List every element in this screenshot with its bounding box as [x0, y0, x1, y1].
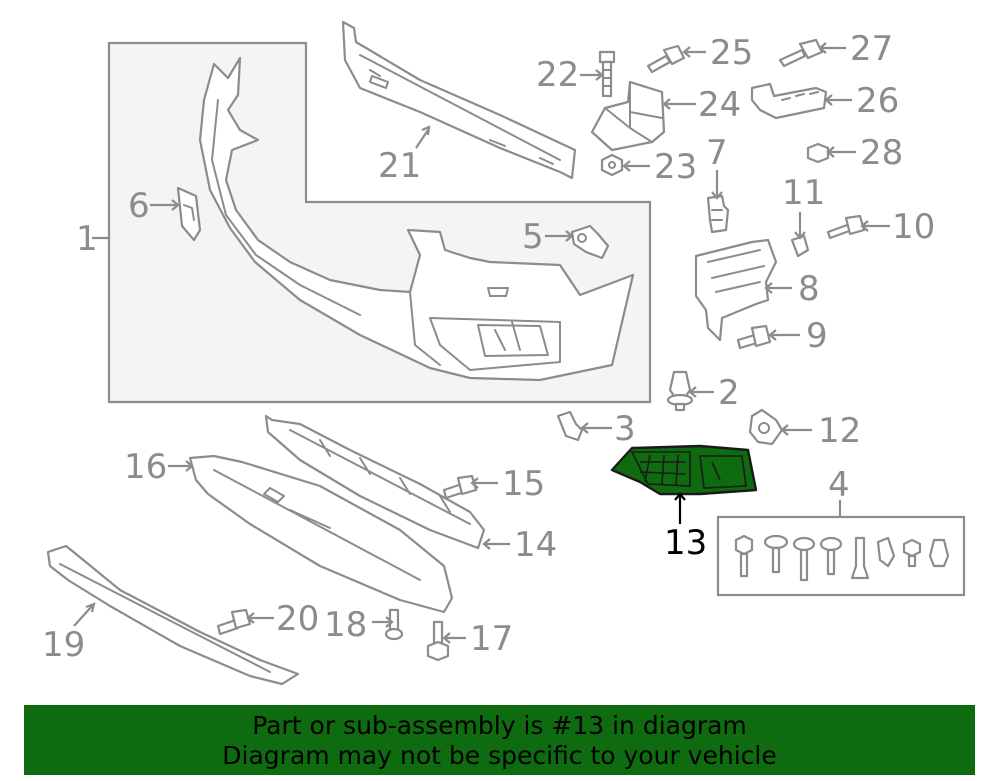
grille-part-13-highlighted[interactable]: [610, 444, 758, 496]
bracket-part-8[interactable]: [694, 238, 778, 342]
banner-line-1: Part or sub-assembly is #13 in diagram: [252, 711, 747, 740]
absorber-part-14[interactable]: [264, 414, 486, 550]
callout-22: 22: [536, 55, 579, 95]
callout-16: 16: [124, 447, 167, 487]
callout-3: 3: [614, 409, 636, 449]
trim-strip-part-19[interactable]: [46, 544, 300, 686]
clip-part-2[interactable]: [666, 370, 694, 412]
callout-10: 10: [892, 207, 935, 247]
callout-4: 4: [828, 465, 850, 505]
bracket-part-24[interactable]: [590, 80, 666, 152]
bumper-cover-part[interactable]: [198, 56, 635, 382]
hardware-kit-part-4[interactable]: [734, 534, 950, 582]
callout-21: 21: [378, 146, 421, 186]
callout-15: 15: [502, 464, 545, 504]
callout-27: 27: [850, 29, 893, 69]
bracket-part-5[interactable]: [570, 224, 610, 260]
callout-9: 9: [806, 316, 828, 356]
bolt-part-17[interactable]: [426, 620, 450, 662]
callout-labels: 1 6 5 21 22 25 27 24 26 23 28 7 11 10 8 …: [42, 29, 935, 665]
nut-part-23[interactable]: [600, 153, 624, 177]
callout-6: 6: [128, 186, 150, 226]
part-notice-banner: Part or sub-assembly is #13 in diagram D…: [24, 705, 975, 775]
bolt-part-15[interactable]: [442, 474, 478, 500]
bracket-part-26[interactable]: [750, 82, 828, 120]
callout-26: 26: [856, 81, 899, 121]
bolt-part-18[interactable]: [384, 608, 404, 641]
hardware-kit-box: [716, 515, 966, 597]
callout-25: 25: [710, 33, 753, 73]
callout-18: 18: [324, 605, 367, 645]
screw-part-25[interactable]: [646, 44, 686, 74]
screw-part-20[interactable]: [216, 608, 252, 636]
screw-part-27[interactable]: [778, 38, 824, 68]
impact-bar-part-21[interactable]: [341, 20, 577, 180]
screw-part-10[interactable]: [826, 214, 866, 240]
clip-part-7[interactable]: [706, 194, 730, 234]
callout-14: 14: [514, 525, 557, 565]
callout-17: 17: [470, 619, 513, 659]
banner-line-2: Diagram may not be specific to your vehi…: [222, 741, 777, 770]
callout-23: 23: [654, 147, 697, 187]
callout-8: 8: [798, 269, 820, 309]
bracket-part-6[interactable]: [176, 186, 202, 242]
callout-7: 7: [706, 133, 728, 173]
callout-24: 24: [698, 85, 741, 125]
bolt-part-9[interactable]: [736, 324, 772, 350]
lower-shield-part-16[interactable]: [188, 454, 454, 614]
callout-28: 28: [860, 133, 903, 173]
bolt-part-22[interactable]: [598, 50, 616, 98]
callout-20: 20: [276, 599, 319, 639]
nut-part-28[interactable]: [806, 142, 830, 164]
callout-19: 19: [42, 625, 85, 665]
callout-5: 5: [522, 217, 544, 257]
leader-lines: [73, 42, 890, 644]
callout-2: 2: [718, 373, 740, 413]
callout-12: 12: [818, 411, 861, 451]
clip-part-3[interactable]: [556, 410, 584, 442]
bracket-part-12[interactable]: [748, 408, 784, 446]
callout-11: 11: [782, 173, 825, 213]
callout-13: 13: [664, 523, 707, 563]
callout-1: 1: [76, 219, 98, 259]
